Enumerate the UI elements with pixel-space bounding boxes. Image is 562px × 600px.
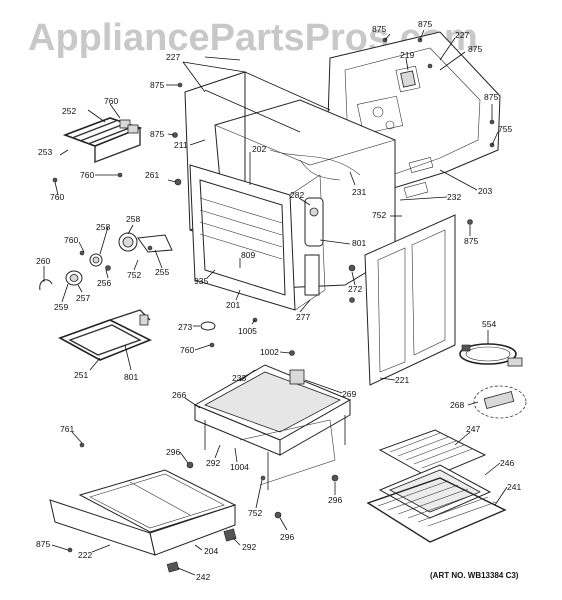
screw-parts bbox=[52, 37, 495, 553]
art-number: (ART NO. WB13384 C3) bbox=[430, 571, 519, 580]
callout-label: 233 bbox=[232, 373, 246, 383]
callout-label: 875 bbox=[484, 92, 498, 102]
callout-label: 259 bbox=[54, 302, 68, 312]
terminal-block-part bbox=[473, 385, 527, 419]
callout-label: 266 bbox=[172, 390, 186, 400]
callout-label: 203 bbox=[478, 186, 492, 196]
callout-label: 273 bbox=[178, 322, 192, 332]
callout-label: 251 bbox=[74, 370, 88, 380]
callout-label: 760 bbox=[104, 96, 118, 106]
callout-label: 261 bbox=[145, 170, 159, 180]
selector-switch-parts bbox=[39, 232, 173, 291]
callout-label: 296 bbox=[280, 532, 294, 542]
callout-label: 268 bbox=[450, 400, 464, 410]
callout-label: 296 bbox=[328, 495, 342, 505]
callout-label: 801 bbox=[124, 372, 138, 382]
leader-lines bbox=[43, 29, 508, 576]
callout-label: 227 bbox=[166, 52, 180, 62]
callout-label: 246 bbox=[500, 458, 514, 468]
callout-label: 875 bbox=[464, 236, 478, 246]
callout-label: 761 bbox=[60, 424, 74, 434]
callout-label: 875 bbox=[418, 19, 432, 29]
callout-label: 201 bbox=[226, 300, 240, 310]
callout-label: 252 bbox=[62, 106, 76, 116]
callout-label: 219 bbox=[400, 50, 414, 60]
callout-label: 809 bbox=[241, 250, 255, 260]
broiler-pan-part bbox=[378, 429, 492, 519]
callout-label: 247 bbox=[466, 424, 480, 434]
callout-label: 231 bbox=[352, 187, 366, 197]
callout-label: 752 bbox=[127, 270, 141, 280]
callout-label: 752 bbox=[372, 210, 386, 220]
callout-label: 232 bbox=[447, 192, 461, 202]
callout-label: 801 bbox=[352, 238, 366, 248]
callout-label: 258 bbox=[96, 222, 110, 232]
callout-label: 1002 bbox=[260, 347, 279, 357]
callout-label: 222 bbox=[78, 550, 92, 560]
callout-label: 752 bbox=[248, 508, 262, 518]
callout-label: 227 bbox=[455, 30, 469, 40]
callout-label: 760 bbox=[50, 192, 64, 202]
drawer-support-part bbox=[193, 364, 352, 490]
callout-label: 760 bbox=[64, 235, 78, 245]
callout-label: 277 bbox=[296, 312, 310, 322]
callout-label: 242 bbox=[196, 572, 210, 582]
callout-label: 875 bbox=[468, 44, 482, 54]
broil-element-part bbox=[62, 117, 143, 164]
storage-drawer-part bbox=[49, 469, 237, 573]
callout-label: 211 bbox=[174, 140, 188, 150]
callout-label: 221 bbox=[395, 375, 409, 385]
callout-label: 755 bbox=[498, 124, 512, 134]
callout-label: 269 bbox=[342, 389, 356, 399]
door-hinge-parts bbox=[304, 197, 356, 303]
callout-label: 875 bbox=[150, 80, 164, 90]
callout-labels: 875 227 875 875 219 227 875 875 755 252 … bbox=[36, 19, 521, 582]
callout-label: 258 bbox=[126, 214, 140, 224]
callout-label: 253 bbox=[38, 147, 52, 157]
callout-label: 760 bbox=[80, 170, 94, 180]
callout-label: 296 bbox=[166, 447, 180, 457]
callout-label: 554 bbox=[482, 319, 496, 329]
callout-label: 202 bbox=[252, 144, 266, 154]
callout-label: 256 bbox=[97, 278, 111, 288]
side-panel-part bbox=[364, 214, 456, 386]
bake-element-part bbox=[58, 309, 152, 361]
callout-label: 272 bbox=[348, 284, 362, 294]
power-cord-part bbox=[459, 343, 523, 367]
callout-label: 292 bbox=[206, 458, 220, 468]
callout-label: 875 bbox=[150, 129, 164, 139]
callout-label: 760 bbox=[180, 345, 194, 355]
callout-label: 935 bbox=[194, 276, 208, 286]
callout-label: 292 bbox=[242, 542, 256, 552]
oven-rack-part bbox=[366, 477, 507, 543]
callout-label: 282 bbox=[290, 190, 304, 200]
oven-front-frame-part bbox=[189, 164, 326, 311]
callout-label: 255 bbox=[155, 267, 169, 277]
callout-label: 1004 bbox=[230, 462, 249, 472]
callout-label: 241 bbox=[507, 482, 521, 492]
callout-label: 260 bbox=[36, 256, 50, 266]
callout-label: 1005 bbox=[238, 326, 257, 336]
callout-label: 875 bbox=[36, 539, 50, 549]
callout-label: 875 bbox=[372, 24, 386, 34]
callout-label: 204 bbox=[204, 546, 218, 556]
callout-label: 257 bbox=[76, 293, 90, 303]
